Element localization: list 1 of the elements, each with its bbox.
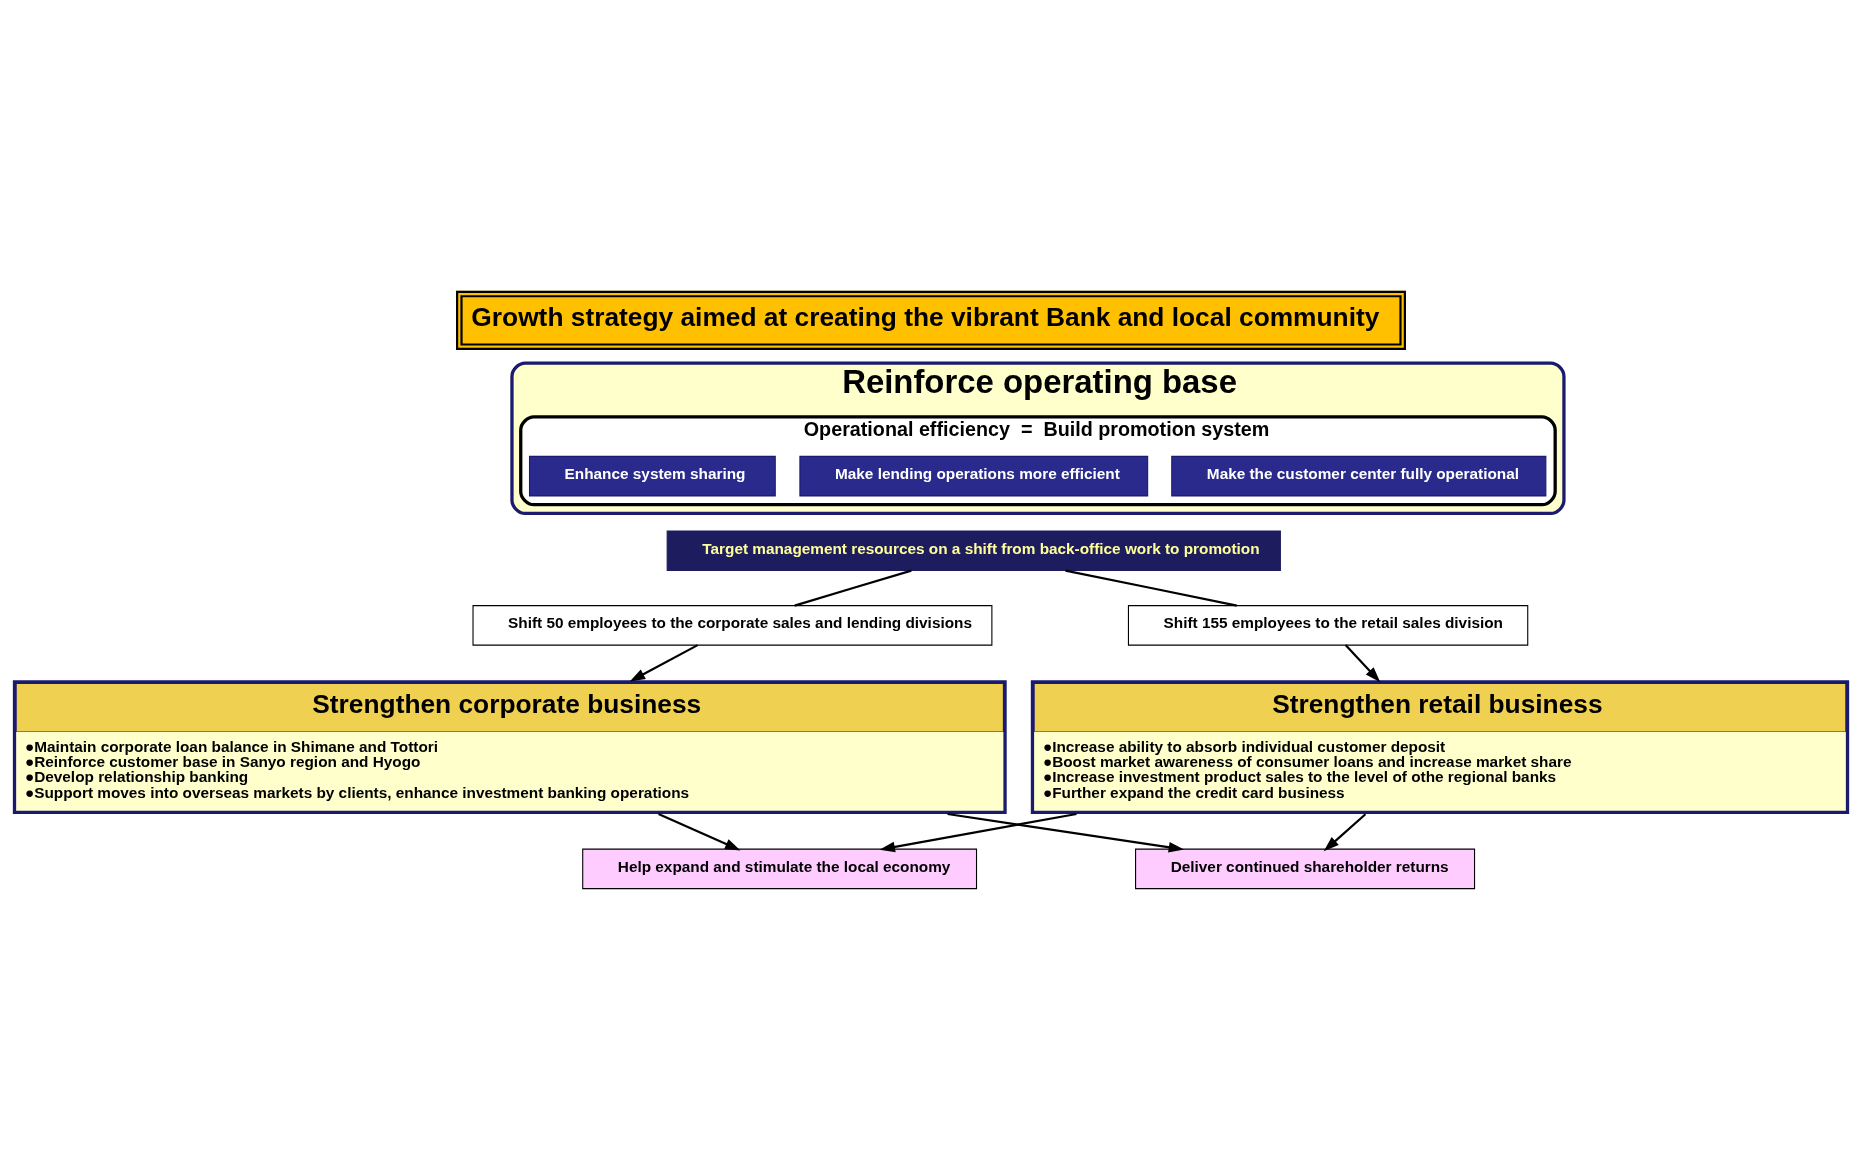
diagram-title: Growth strategy aimed at creating the vibrant Bank and local community [471,301,1380,332]
